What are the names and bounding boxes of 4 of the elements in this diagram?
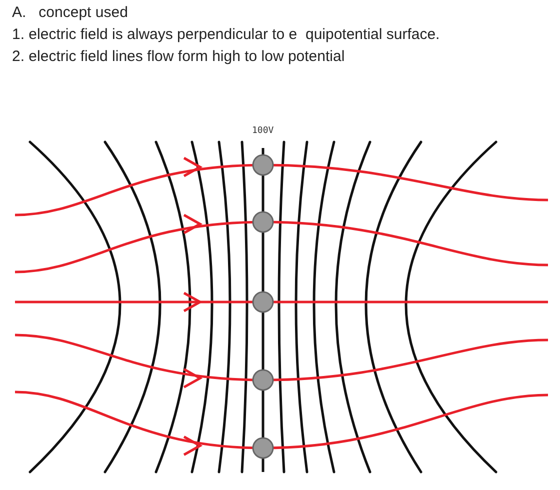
heading: A. concept used (12, 4, 128, 22)
note-text: 1. electric field is always perpendicular to e quipotential surface. (12, 26, 440, 44)
note-text: 2. electric field lines flow form high to low potential (12, 48, 345, 66)
voltage-label: 100V (252, 126, 274, 136)
